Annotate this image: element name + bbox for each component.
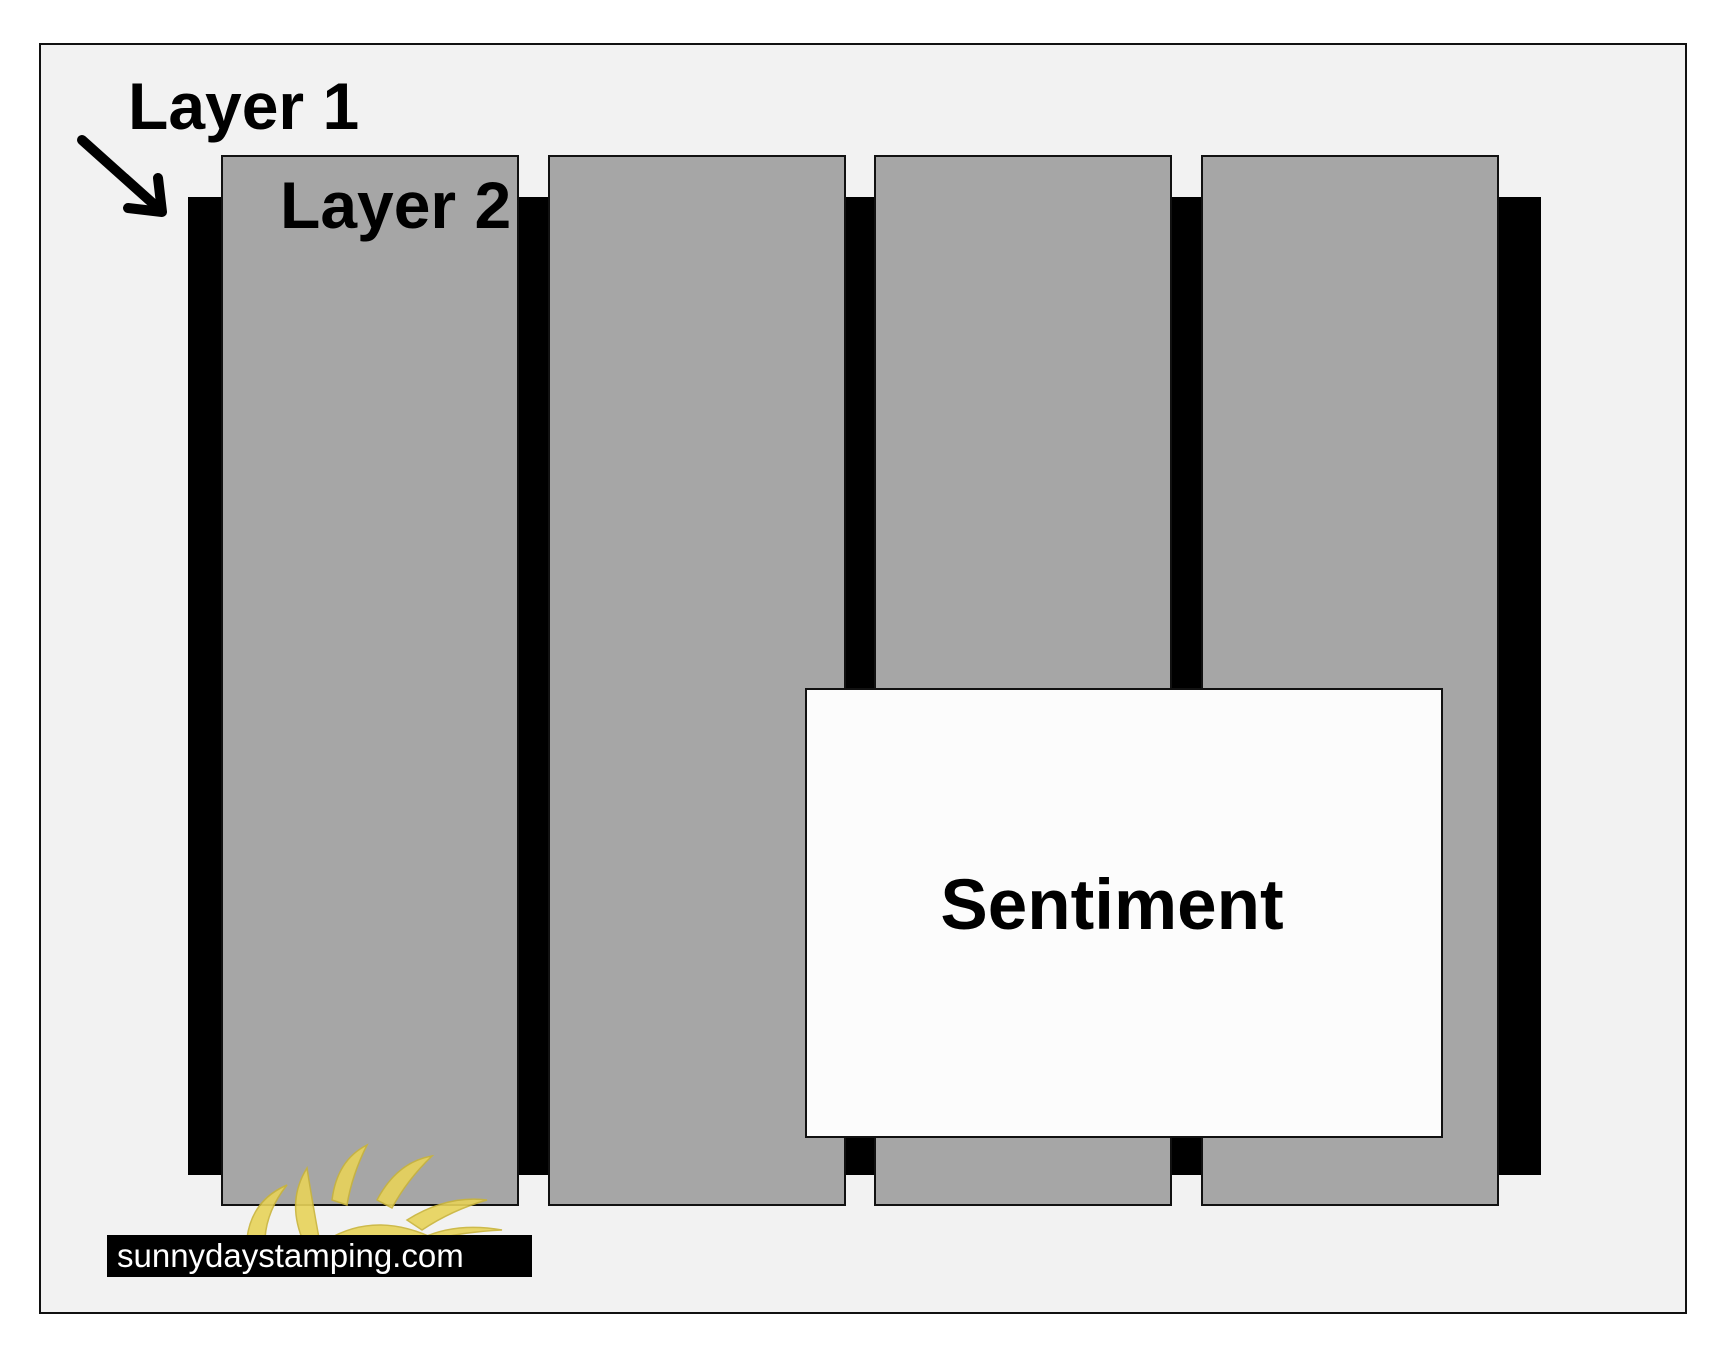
layer-2-strip-1 (221, 155, 519, 1206)
logo: sunnydaystamping.com (107, 1140, 532, 1280)
sentiment-panel: Sentiment (805, 688, 1443, 1138)
layer-2-label: Layer 2 (280, 168, 512, 242)
arrow-down-right-icon (77, 135, 167, 217)
layer-1-label: Layer 1 (128, 69, 360, 143)
layer-2-strip-2 (548, 155, 846, 1206)
logo-text: sunnydaystamping.com (107, 1235, 532, 1277)
sun-icon (246, 1143, 503, 1240)
sentiment-label: Sentiment (940, 865, 1284, 945)
